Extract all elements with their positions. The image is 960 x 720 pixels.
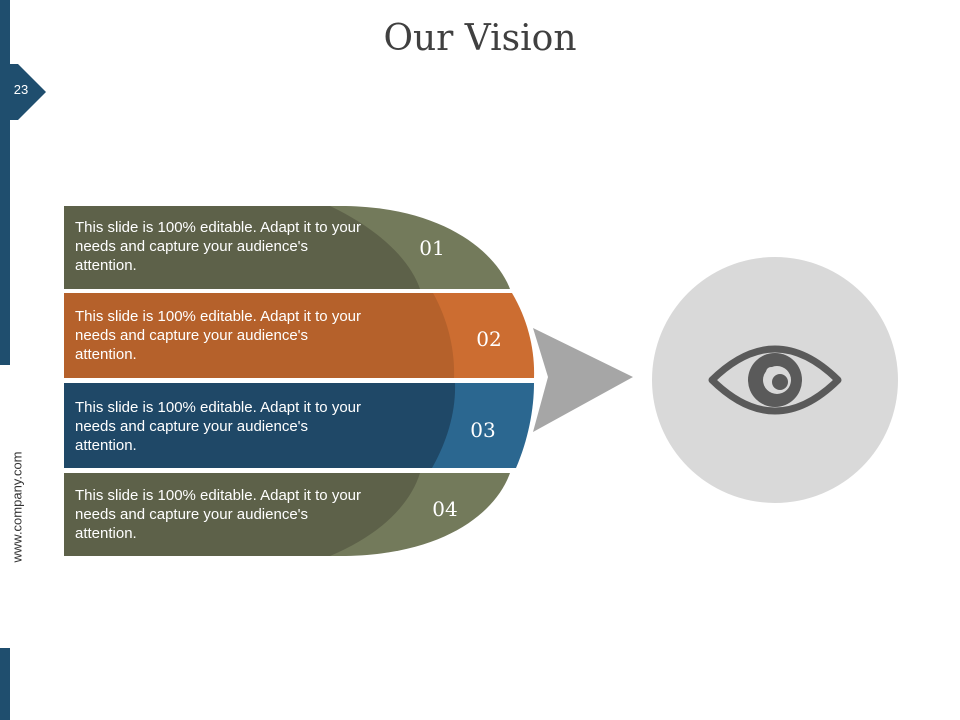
band-1-text: This slide is 100% editable. Adapt it to… [75,219,361,274]
pointer-arrow [533,328,633,432]
band-4-number: 04 [432,497,458,521]
band-3-text: This slide is 100% editable. Adapt it to… [75,399,361,454]
slide-number: 23 [13,82,29,97]
band-3-number: 03 [470,418,496,442]
band-1-number: 01 [419,236,445,260]
band-2-body [64,293,455,378]
band-4-body [64,473,420,556]
left-accent-bar [0,0,10,720]
band-1-body [64,206,420,289]
band-3-body [64,383,456,468]
band-2-number: 02 [476,327,502,351]
page-title: Our Vision [383,18,577,59]
band-4-text: This slide is 100% editable. Adapt it to… [75,487,361,542]
eye-icon [708,345,842,415]
band-2-text: This slide is 100% editable. Adapt it to… [75,308,361,363]
slide-number-badge [0,64,46,120]
